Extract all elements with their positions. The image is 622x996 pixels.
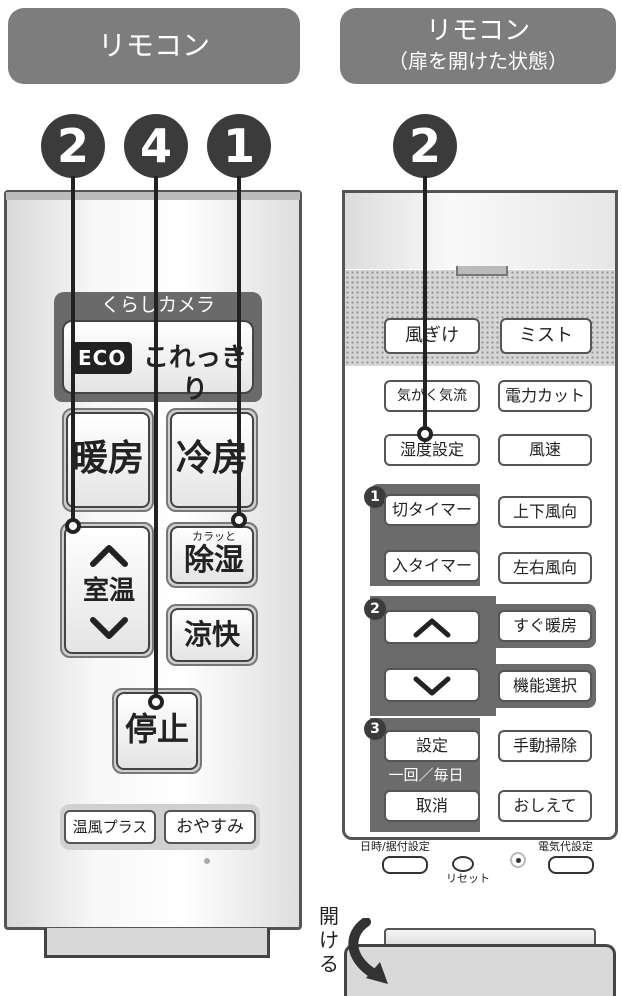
open-char-2: け [319,928,339,952]
step-number-2: 2 [364,598,386,620]
step-badge-2-right: 2 [393,114,457,178]
wind-speed-button[interactable]: 風速 [498,434,592,466]
callout-dot-1 [231,512,247,528]
function-select-button[interactable]: 機能選択 [498,670,592,702]
chevron-up-icon [413,618,451,638]
dehumid-label: 除湿 [184,543,244,578]
cancel-label: 取消 [415,796,448,815]
open-char-3: る [319,952,339,976]
chevron-up-icon[interactable] [89,542,129,572]
right-remote-top [345,193,615,269]
chevron-down-icon[interactable] [89,616,129,646]
stop-label: 停止 [124,710,189,748]
step-badge-2: 2 [41,114,105,178]
on-timer-label: 入タイマー [391,556,472,575]
datetime-setting-button[interactable] [382,856,428,874]
dehumid-small-label: カラッと [192,530,236,543]
eco-korekkiri-label: これっきり [142,343,247,405]
heating-label: 暖房 [71,438,144,479]
vertical-direction-label: 上下風向 [512,502,577,521]
electricity-cost-button[interactable] [548,856,594,874]
callout-line-2 [71,176,75,522]
humidity-set-label: 湿度設定 [399,440,464,459]
chevron-down-icon [413,676,451,696]
electricity-cost-label: 電気代設定 [538,840,593,853]
left-header: リモコン [8,8,300,84]
vertical-direction-button[interactable]: 上下風向 [498,496,592,528]
right-header: リモコン （扉を開けた状態） [340,8,616,84]
sensor-dot [510,852,526,868]
callout-line-4 [154,176,158,698]
quick-heat-label: すぐ暖房 [512,616,577,635]
wind-avoid-button[interactable]: 風ぎけ [384,318,480,354]
kurashi-camera-label: くらしカメラ [54,293,262,317]
cancel-button[interactable]: 取消 [384,790,480,822]
wind-speed-label: 風速 [528,440,561,459]
on-timer-button[interactable]: 入タイマー [384,550,480,582]
open-char-1: 開 [319,904,339,928]
once-daily-label: 一回／毎日 [388,766,464,784]
set-button[interactable]: 設定 [384,730,480,762]
manual-clean-button[interactable]: 手動掃除 [498,730,592,762]
humidity-set-button[interactable]: 湿度設定 [384,434,480,466]
left-remote-bottom [44,928,270,958]
callout-line-2-right [423,176,427,432]
off-timer-button[interactable]: 切タイマー [384,494,480,526]
step-number-3: 3 [364,718,386,740]
cool-comfort-label: 涼快 [183,618,240,651]
kiga-kiryu-button[interactable]: 気がく気流 [384,380,480,412]
reset-button[interactable] [452,856,474,872]
manual-clean-label: 手動掃除 [512,736,577,755]
step-number-1: 1 [364,486,386,508]
wind-avoid-label: 風ぎけ [405,325,459,346]
off-timer-label: 切タイマー [391,500,472,519]
grille-tab [456,266,508,276]
horizontal-direction-label: 左右風向 [512,558,577,577]
room-temp-rocker[interactable]: 室温 [64,526,150,654]
warm-plus-label: 温風プラス [72,818,148,836]
callout-dot-2 [65,518,81,534]
tell-me-label: おしえて [513,796,577,815]
eco-logo: ECO [72,342,133,374]
power-cut-label: 電力カット [504,386,585,405]
sleep-button[interactable]: おやすみ [164,810,256,844]
open-arrow-icon [336,917,392,992]
step-badge-4: 4 [124,114,188,178]
warm-plus-button[interactable]: 温風プラス [64,810,156,844]
indicator-light [204,858,210,864]
right-header-line2: （扉を開けた状態） [388,49,568,73]
datetime-setting-label: 日時/据付設定 [360,840,430,853]
cooling-button[interactable]: 冷房 [170,412,254,508]
eco-korekkiri-button[interactable]: ECO これっきり [62,320,254,405]
open-label: 開 け る [318,904,340,976]
function-select-label: 機能選択 [512,676,577,695]
dehumid-button[interactable]: カラッと 除湿 [170,526,254,584]
quick-heat-button[interactable]: すぐ暖房 [498,610,592,642]
mist-label: ミスト [519,325,573,346]
heating-button[interactable]: 暖房 [66,412,150,508]
callout-dot-4 [148,694,164,710]
kiga-kiryu-label: 気がく気流 [397,388,467,404]
right-header-line1: リモコン [425,16,530,46]
lid [344,944,616,996]
up-arrow-button[interactable] [384,610,480,644]
step-badge-1: 1 [207,114,271,178]
callout-dot-2-right [417,426,433,442]
down-arrow-button[interactable] [384,668,480,702]
callout-line-1 [237,176,241,516]
mist-button[interactable]: ミスト [500,318,592,354]
reset-label: リセット [446,872,490,885]
power-cut-button[interactable]: 電力カット [498,380,592,412]
room-temp-label: 室温 [82,576,135,606]
left-header-label: リモコン [97,29,210,62]
horizontal-direction-button[interactable]: 左右風向 [498,552,592,584]
set-label: 設定 [415,736,448,755]
cool-comfort-button[interactable]: 涼快 [170,608,254,662]
sleep-label: おやすみ [176,817,244,837]
left-remote-top-bar [6,192,300,200]
tell-me-button[interactable]: おしえて [498,790,592,822]
cooling-label: 冷房 [175,438,248,479]
